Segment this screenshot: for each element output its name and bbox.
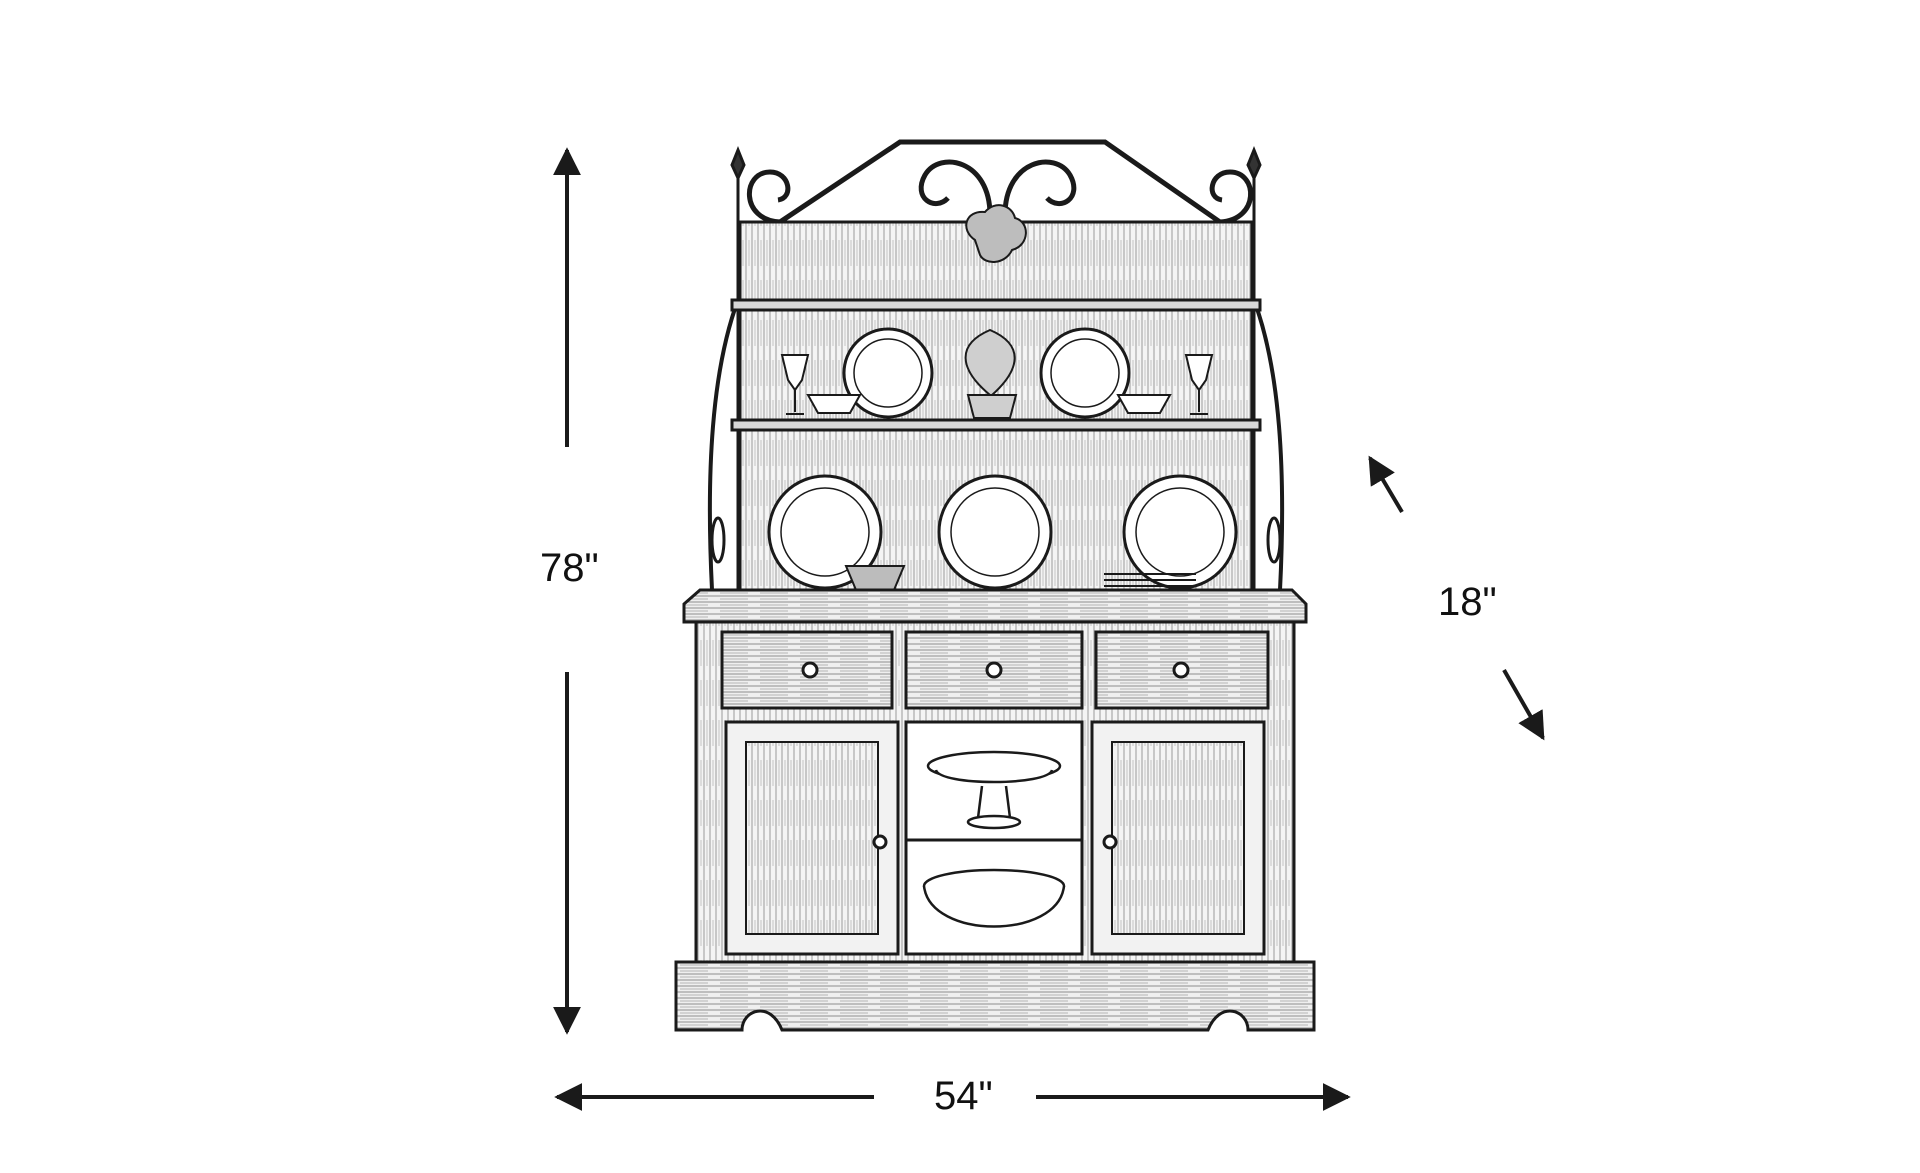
depth-arrow-back	[1368, 455, 1404, 514]
lower-shelf-items	[767, 474, 1238, 593]
crown-scrollwork	[746, 139, 1254, 225]
middle-shelf-items	[780, 327, 1214, 419]
depth-arrow-front	[1502, 669, 1545, 741]
cake-stand	[926, 750, 1062, 830]
cabinet-plinth	[674, 960, 1316, 1032]
bowl-icon	[1116, 394, 1172, 414]
drawer-knob	[801, 661, 819, 679]
drawer-left	[720, 630, 894, 710]
hutch-illustration	[674, 139, 1316, 1032]
goblet-icon	[1184, 354, 1214, 415]
width-label: 54"	[934, 1074, 993, 1118]
potted-plant	[964, 328, 1018, 419]
bowl-icon	[806, 394, 862, 414]
top-ornament	[965, 204, 1027, 263]
bowl-icon	[844, 565, 906, 591]
drawer-knob	[985, 661, 1003, 679]
goblet-icon	[780, 354, 810, 415]
depth-dimension	[1368, 455, 1545, 741]
depth-label: 18"	[1438, 580, 1497, 624]
side-rails	[707, 145, 1285, 591]
countertop	[682, 588, 1308, 624]
door-knob	[1102, 834, 1118, 850]
serving-bowl	[922, 868, 1066, 928]
drawer-knob	[1172, 661, 1190, 679]
height-label: 78"	[540, 546, 599, 590]
door-knob	[872, 834, 888, 850]
